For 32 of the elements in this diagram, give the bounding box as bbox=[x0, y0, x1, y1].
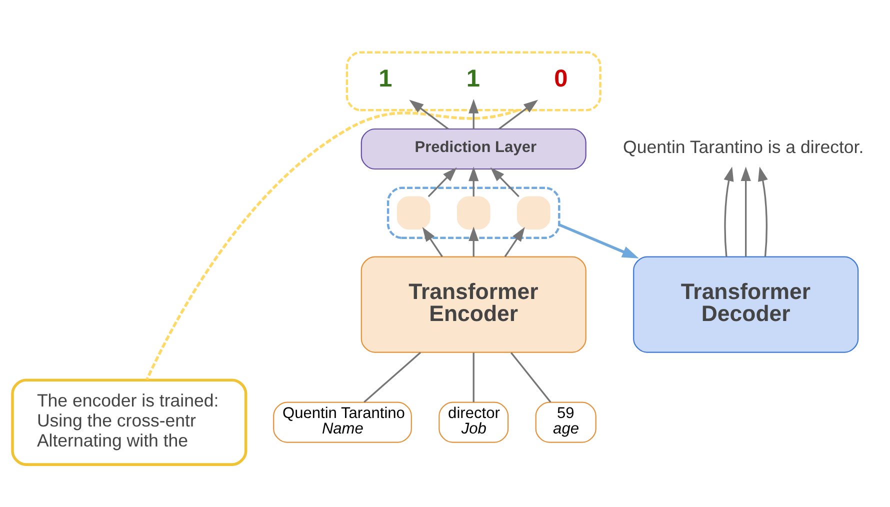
node-box: Transformer Decoder bbox=[633, 256, 859, 352]
node-text: 0 bbox=[554, 64, 568, 92]
node-box bbox=[456, 196, 490, 230]
connector bbox=[364, 351, 422, 402]
arrow bbox=[422, 226, 443, 257]
cluster bbox=[386, 186, 560, 238]
node-text: Quentin Tarantino is a director. bbox=[623, 136, 864, 157]
arrow bbox=[498, 99, 538, 130]
node-box: 59 age bbox=[535, 401, 596, 442]
node-box bbox=[516, 196, 550, 230]
arrow bbox=[468, 226, 479, 256]
node-box: Quentin Tarantino Name bbox=[273, 401, 412, 442]
node-box: Transformer Encoder bbox=[360, 256, 586, 352]
arrow bbox=[490, 166, 520, 197]
arrow bbox=[409, 99, 449, 130]
arrow bbox=[724, 166, 734, 256]
arrow bbox=[740, 166, 751, 256]
connector bbox=[510, 352, 552, 402]
connector bbox=[146, 108, 518, 380]
arrow bbox=[428, 166, 457, 197]
arrow bbox=[468, 98, 479, 128]
arrow bbox=[758, 166, 768, 256]
arrow bbox=[558, 222, 639, 258]
node-text: 1 bbox=[378, 64, 392, 92]
node-text: 1 bbox=[466, 64, 480, 92]
node-box bbox=[396, 196, 430, 230]
connector bbox=[472, 352, 474, 402]
node-box: The encoder is trained: Using the cross-entr Alternating with the bbox=[11, 378, 248, 466]
node-box: director Job bbox=[438, 401, 509, 442]
arrow bbox=[504, 226, 525, 257]
arrow bbox=[468, 166, 479, 196]
node-box: Prediction Layer bbox=[360, 128, 586, 170]
